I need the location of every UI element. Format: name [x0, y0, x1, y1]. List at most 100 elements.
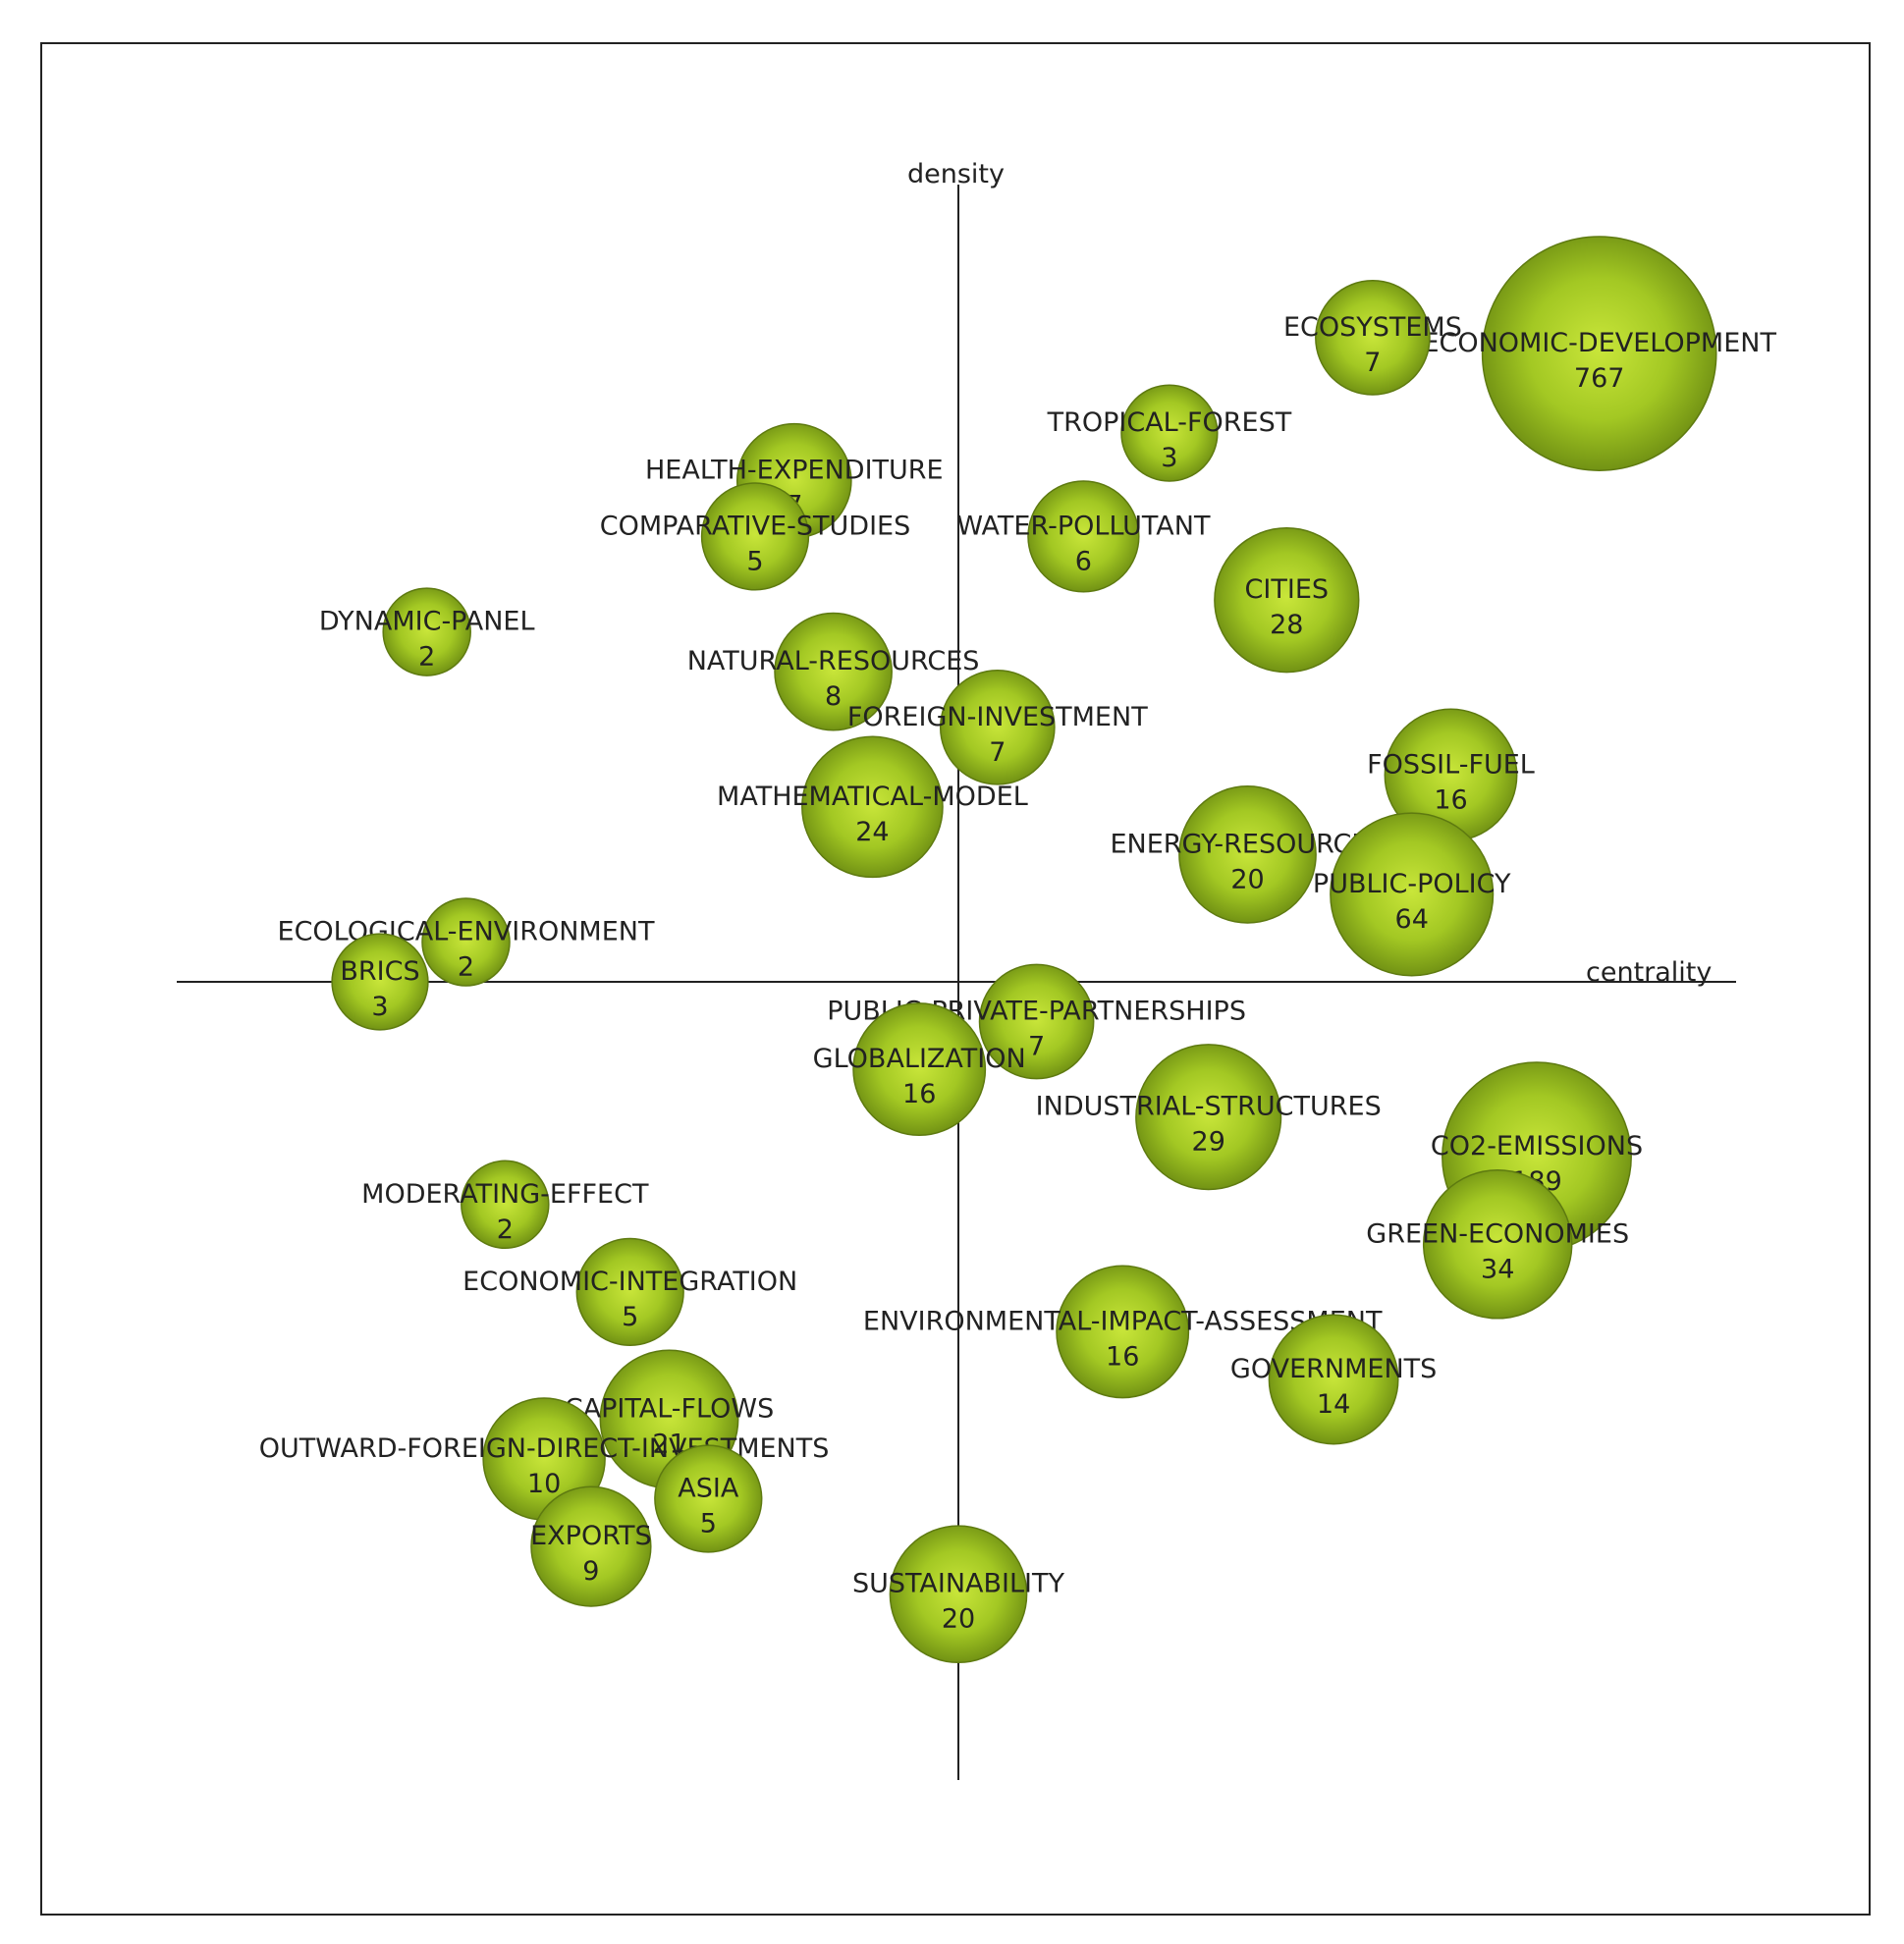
bubble-value-label: 5: [746, 546, 763, 576]
bubble-circle: [1056, 1265, 1190, 1399]
bubble-value-label: 6: [1075, 546, 1092, 576]
bubble-name-label: ECONOMIC-INTEGRATION: [462, 1267, 797, 1297]
bubble-circle: [575, 1237, 684, 1347]
bubble-name-label: HEALTH-EXPENDITURE: [645, 456, 944, 486]
bubble-value-label: 3: [1161, 443, 1177, 473]
bubble-circle: [700, 482, 810, 591]
bubble-dynamic-panel: DYNAMIC-PANEL 2: [319, 587, 535, 676]
bubble-public-policy: PUBLIC-POLICY 64: [1313, 812, 1511, 977]
bubble-value-label: 7: [1364, 348, 1381, 378]
bubble-name-label: EXPORTS: [530, 1521, 652, 1551]
bubble-value-label: 20: [1230, 864, 1264, 894]
bubble-value-label: 20: [942, 1604, 975, 1635]
bubble-name-label: GREEN-ECONOMIES: [1366, 1218, 1629, 1249]
bubble-energy-resources: ENERGY-RESOURCES 20: [1110, 785, 1386, 924]
bubble-circle: [421, 897, 511, 987]
bubble-natural-resources: NATURAL-RESOURCES 8: [687, 612, 980, 731]
bubble-name-label: MATHEMATICAL-MODEL: [717, 782, 1028, 812]
bubble-name-label: NATURAL-RESOURCES: [687, 646, 980, 676]
bubble-name-label: ENERGY-RESOURCES: [1110, 829, 1385, 859]
bubble-name-label: INDUSTRIAL-STRUCTURES: [1036, 1092, 1382, 1122]
bubble-name-label: MODERATING-EFFECT: [361, 1179, 649, 1210]
bubble-ecosystems: ECOSYSTEMS 7: [1283, 280, 1462, 396]
x-axis-label: centrality: [1586, 957, 1712, 988]
bubble-value-label: 7: [989, 737, 1006, 768]
bubble-circle: [1120, 384, 1219, 482]
bubble-circle: [1214, 527, 1360, 674]
bubble-cities: CITIES 28: [1214, 527, 1360, 674]
bubble-circle: [978, 963, 1095, 1080]
bubble-value-label: 24: [855, 817, 889, 847]
bubble-name-label: FOSSIL-FUEL: [1367, 749, 1535, 780]
bubble-name-label: CITIES: [1245, 574, 1329, 605]
bubble-name-label: BRICS: [340, 956, 419, 987]
bubble-name-label: DYNAMIC-PANEL: [319, 607, 535, 637]
bubble-name-label: GLOBALIZATION: [813, 1044, 1026, 1074]
bubble-name-label: ASIA: [678, 1474, 739, 1504]
bubble-name-label: CAPITAL-FLOWS: [565, 1394, 774, 1425]
bubble-value-label: 29: [1192, 1127, 1225, 1158]
bubble-circle: [852, 1002, 987, 1137]
bubble-name-label: TROPICAL-FOREST: [1047, 407, 1292, 438]
bubble-name-label: GOVERNMENTS: [1230, 1354, 1437, 1384]
bubble-value-label: 16: [1106, 1341, 1139, 1372]
bubble-name-label: ECONOMIC-DEVELOPMENT: [1422, 328, 1776, 358]
bubble-circle: [382, 587, 471, 676]
bubble-name-label: COMPARATIVE-STUDIES: [600, 511, 911, 541]
bubble-brics: BRICS 3: [331, 933, 429, 1031]
bubble-value-label: 5: [700, 1509, 717, 1539]
bubble-foreign-investment: FOREIGN-INVESTMENT 7: [847, 669, 1148, 785]
bubble-layer: ECONOMIC-DEVELOPMENT767ECOSYSTEMS7TROPIC…: [259, 236, 1776, 1664]
bubble-name-label: CO2-EMISSIONS: [1431, 1131, 1643, 1161]
bubble-circle: [331, 933, 429, 1031]
bubble-name-label: PUBLIC-POLICY: [1313, 869, 1511, 899]
bubble-value-label: 64: [1395, 904, 1429, 935]
bubble-circle: [530, 1485, 652, 1607]
bubble-name-label: ECOSYSTEMS: [1283, 312, 1462, 343]
bubble-water-pollutant: WATER-POLLUTANT 6: [956, 480, 1211, 593]
bubble-ecological-environment: ECOLOGICAL-ENVIRONMENT 2: [278, 897, 655, 987]
bubble-value-label: 7: [1028, 1032, 1045, 1062]
bubble-exports: EXPORTS 9: [530, 1485, 652, 1607]
bubble-circle: [1422, 1169, 1573, 1320]
bubble-moderating-effect: MODERATING-EFFECT 2: [361, 1160, 649, 1250]
bubble-circle: [889, 1525, 1028, 1664]
bubble-circle: [461, 1160, 550, 1250]
bubble-value-label: 28: [1270, 610, 1303, 640]
bubble-value-label: 14: [1317, 1389, 1350, 1420]
bubble-circle: [1135, 1044, 1282, 1191]
bubble-name-label: FOREIGN-INVESTMENT: [847, 702, 1148, 732]
bubble-value-label: 16: [902, 1079, 936, 1109]
bubble-circle: [654, 1444, 763, 1553]
bubble-asia: ASIA 5: [654, 1444, 763, 1553]
bubble-value-label: 16: [1434, 784, 1467, 815]
bubble-circle: [1315, 280, 1431, 396]
bubble-circle: [1481, 236, 1717, 471]
bubble-value-label: 9: [582, 1556, 599, 1587]
bubble-economic-integration: ECONOMIC-INTEGRATION 5: [462, 1237, 797, 1347]
bubble-value-label: 8: [825, 681, 842, 712]
bubble-governments: GOVERNMENTS 14: [1230, 1314, 1437, 1445]
bubble-value-label: 10: [527, 1469, 561, 1499]
bubble-name-label: ECOLOGICAL-ENVIRONMENT: [278, 917, 655, 947]
y-axis-label: density: [907, 159, 1005, 189]
bubble-name-label: WATER-POLLUTANT: [956, 511, 1211, 541]
bubble-globalization: GLOBALIZATION 16: [813, 1002, 1026, 1137]
bubble-mathematical-model: MATHEMATICAL-MODEL 24: [717, 735, 1028, 879]
bubble-circle: [1027, 480, 1140, 593]
bubble-value-label: 2: [418, 642, 435, 673]
bubble-value-label: 767: [1574, 363, 1625, 394]
bubble-value-label: 5: [622, 1302, 638, 1332]
bubble-circle: [774, 612, 893, 731]
bubble-economic-development: ECONOMIC-DEVELOPMENT 767: [1422, 236, 1776, 471]
bubble-fossil-fuel: FOSSIL-FUEL 16: [1367, 708, 1535, 842]
bubble-circle: [1178, 785, 1317, 924]
bubble-value-label: 2: [458, 952, 474, 983]
bubble-circle: [801, 735, 944, 879]
bubble-value-label: 2: [497, 1215, 514, 1245]
bubble-value-label: 3: [371, 992, 388, 1022]
bubble-circle: [1268, 1314, 1399, 1445]
